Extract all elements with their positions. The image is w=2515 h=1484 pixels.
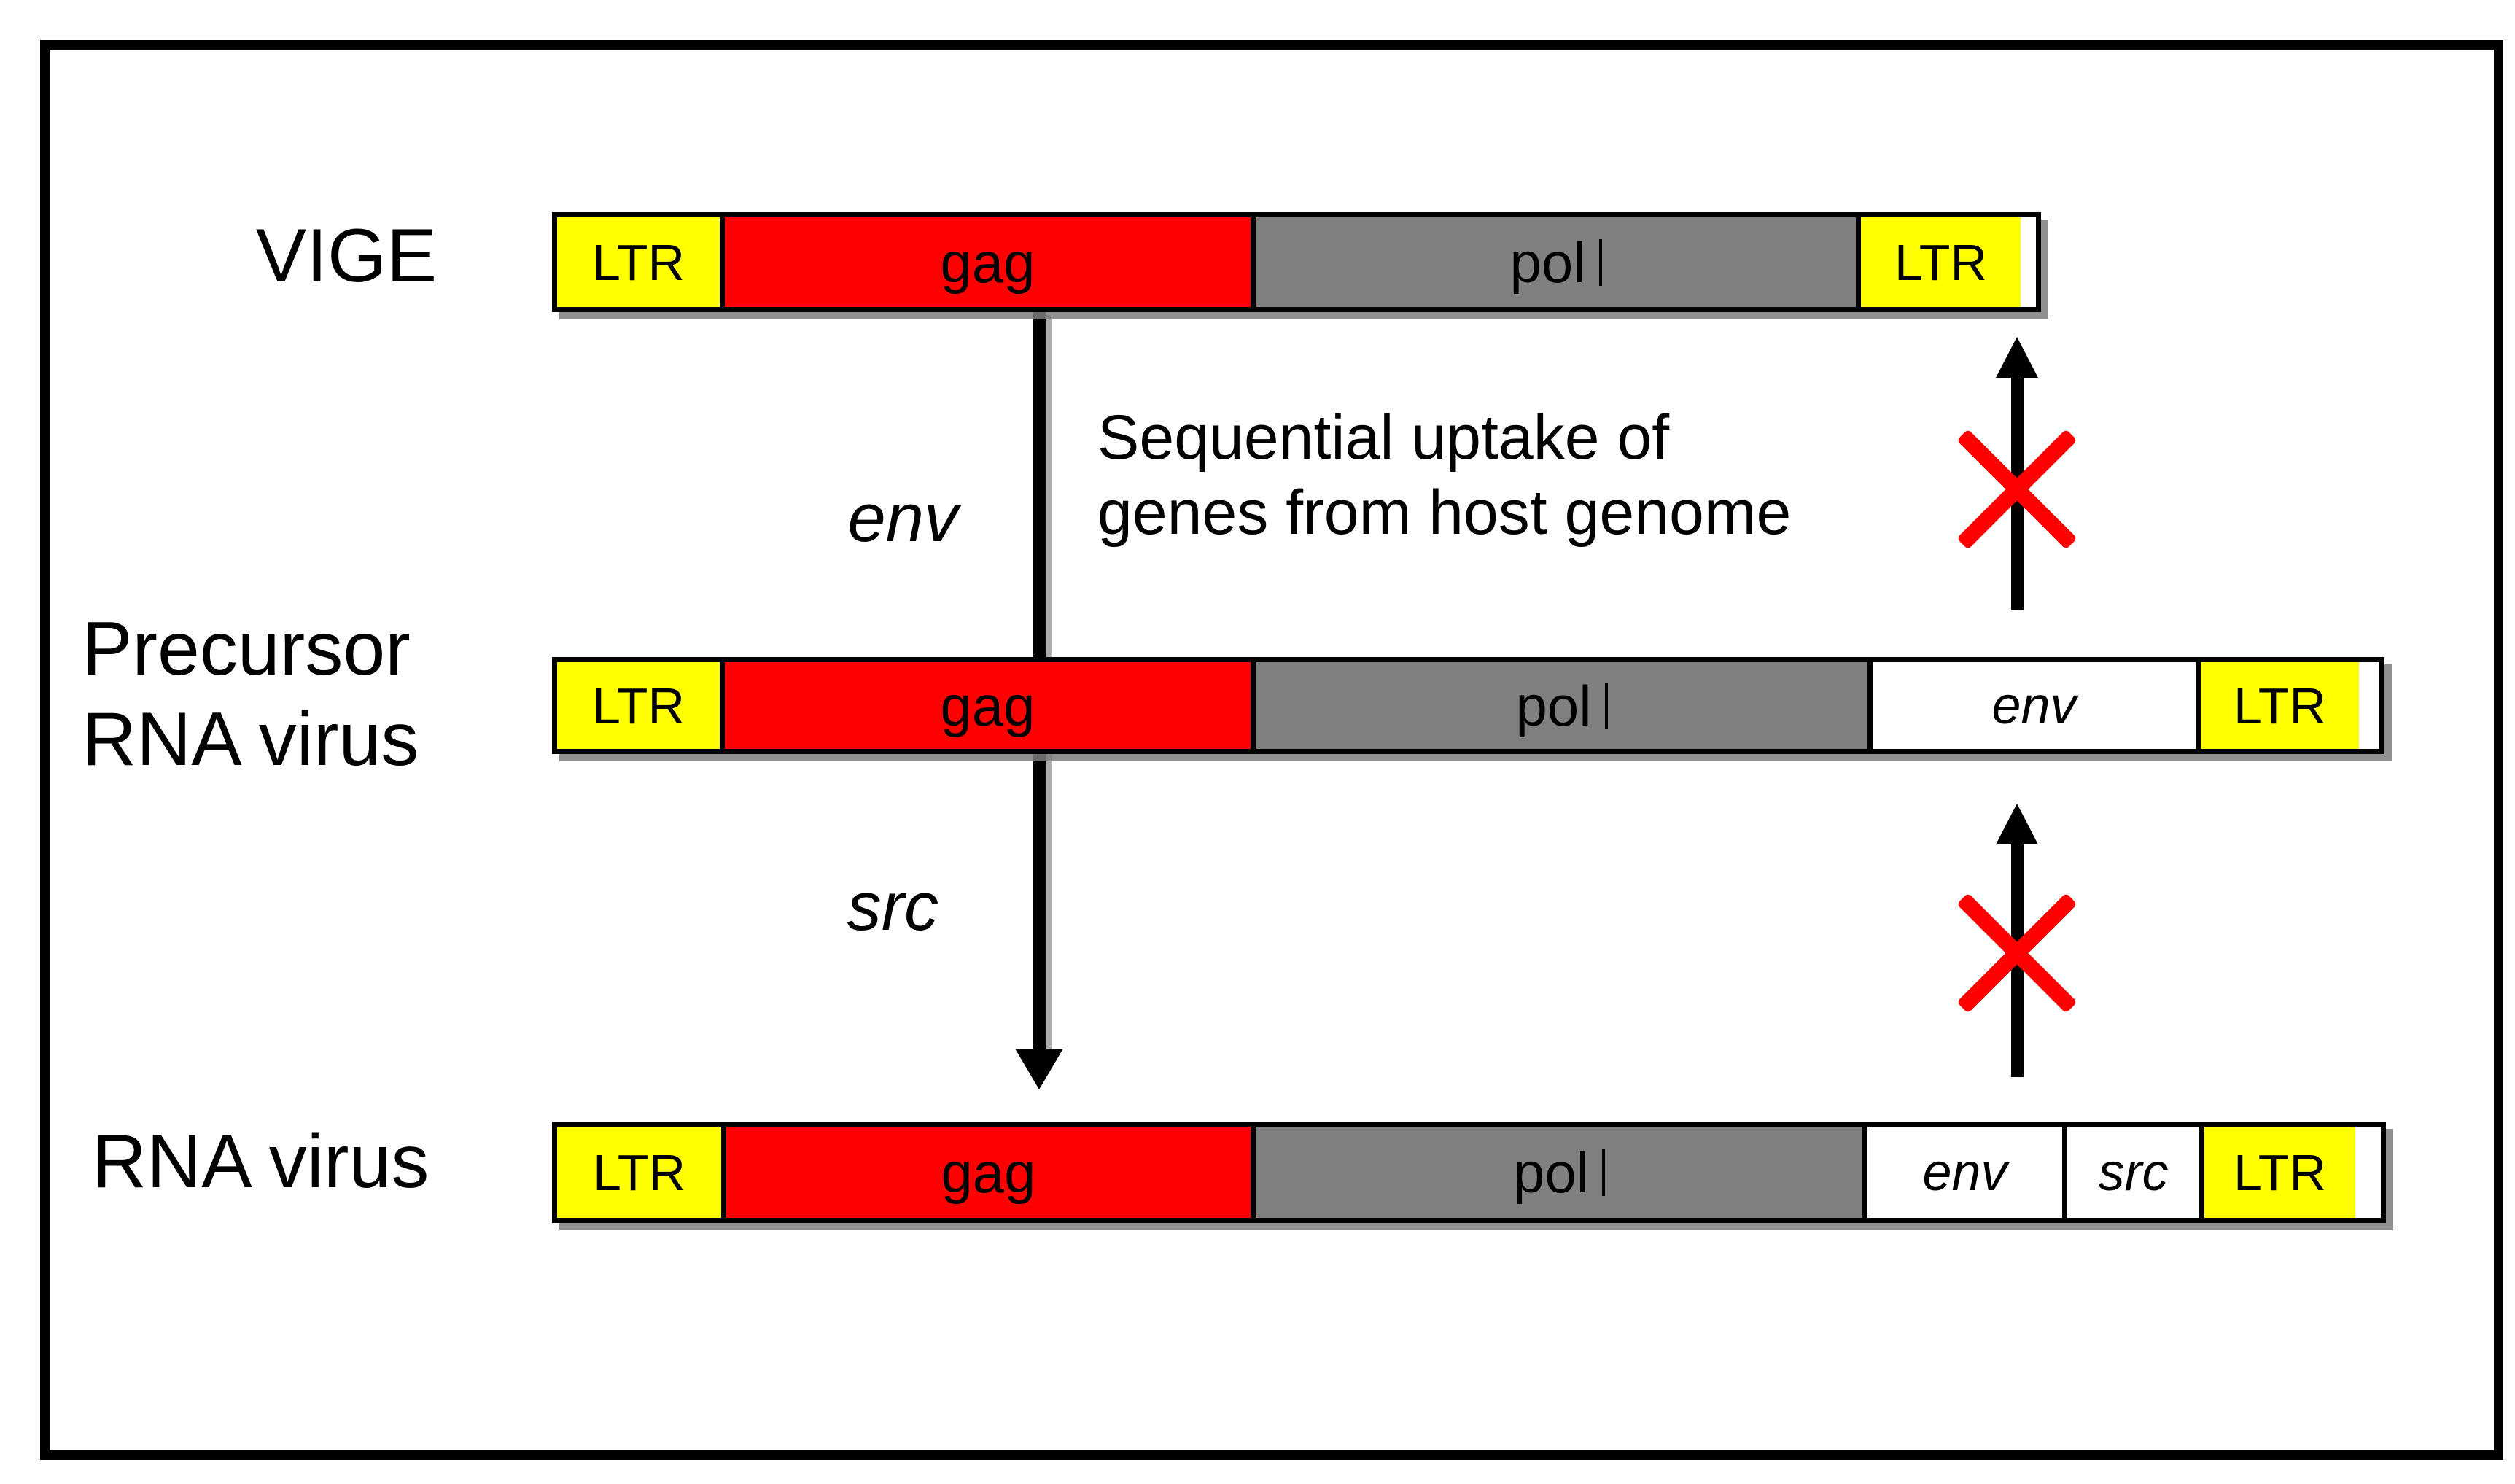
genome-bar-precursor-rna-virus: LTR gag pol env LTR <box>552 657 2384 754</box>
segment-label: pol <box>1512 1140 1590 1205</box>
blocked-up-arrowhead-bottom-icon <box>1996 804 2038 844</box>
segment-env: env <box>1867 662 2196 749</box>
red-x-icon-top <box>1940 429 2094 550</box>
uptake-note-line2: genes from host genome <box>1097 478 1792 548</box>
row-label-vige-text: VIGE <box>255 214 438 298</box>
row-label-vige: VIGE <box>241 216 452 296</box>
segment-label: LTR <box>1894 233 1988 291</box>
genome-bar-vige: LTR gag pol LTR <box>552 212 2041 312</box>
segment-label: LTR <box>592 1143 686 1201</box>
uptake-down-arrowhead-icon <box>1015 1049 1063 1089</box>
row-label-precursor-line1: Precursor <box>82 607 411 691</box>
segment-label: LTR <box>591 233 685 291</box>
segment-gag: gag <box>720 217 1251 307</box>
pol-text-caret <box>1598 238 1602 286</box>
segment-label: gag <box>940 673 1035 738</box>
segment-pol: pol <box>1251 662 1867 749</box>
row-label-precursor-rna-virus: Precursor RNA virus <box>82 604 419 785</box>
segment-label: gag <box>941 1140 1036 1205</box>
env-label-text: env <box>847 479 958 556</box>
segment-label: pol <box>1515 673 1592 738</box>
segment-env: env <box>1862 1127 2062 1218</box>
segment-ltr: LTR <box>1856 217 2021 307</box>
segment-label-wrap: pol <box>1512 1140 1606 1205</box>
segment-gag: gag <box>720 662 1251 749</box>
row-label-rna-virus-text: RNA virus <box>92 1119 429 1204</box>
uptake-gene-label-env: env <box>739 481 958 554</box>
segment-label: pol <box>1509 230 1586 295</box>
segment-gag: gag <box>721 1127 1251 1218</box>
uptake-note: Sequential uptake of genes from host gen… <box>1097 400 1791 551</box>
segment-label: gag <box>940 230 1035 295</box>
segment-ltr: LTR <box>2199 1127 2355 1218</box>
genome-bar-rna-virus: LTR gag pol env src LTR <box>552 1122 2386 1223</box>
uptake-note-line1: Sequential uptake of <box>1097 403 1670 473</box>
segment-ltr: LTR <box>557 1127 721 1218</box>
segment-pol: pol <box>1251 217 1856 307</box>
row-label-rna-virus: RNA virus <box>92 1122 429 1202</box>
segment-label: LTR <box>591 677 685 734</box>
segment-label-wrap: pol <box>1509 230 1602 295</box>
segment-label-wrap: pol <box>1515 673 1608 738</box>
row-label-precursor-line2: RNA virus <box>82 697 419 782</box>
segment-pol: pol <box>1251 1127 1862 1218</box>
segment-label: LTR <box>2233 1143 2327 1201</box>
uptake-gene-label-src: src <box>720 870 938 943</box>
segment-src: src <box>2062 1127 2199 1218</box>
segment-ltr: LTR <box>557 662 720 749</box>
red-x-icon-bottom <box>1940 893 2094 1014</box>
blocked-up-arrowhead-top-icon <box>1996 337 2038 378</box>
src-label-text: src <box>847 868 938 944</box>
pol-text-caret <box>1602 1149 1606 1196</box>
segment-label: LTR <box>2233 677 2327 734</box>
pol-text-caret <box>1604 682 1608 729</box>
segment-label: env <box>1922 1143 2007 1202</box>
segment-ltr: LTR <box>557 217 720 307</box>
segment-ltr: LTR <box>2196 662 2359 749</box>
segment-label: src <box>2098 1143 2169 1202</box>
segment-label: env <box>1991 676 2077 735</box>
